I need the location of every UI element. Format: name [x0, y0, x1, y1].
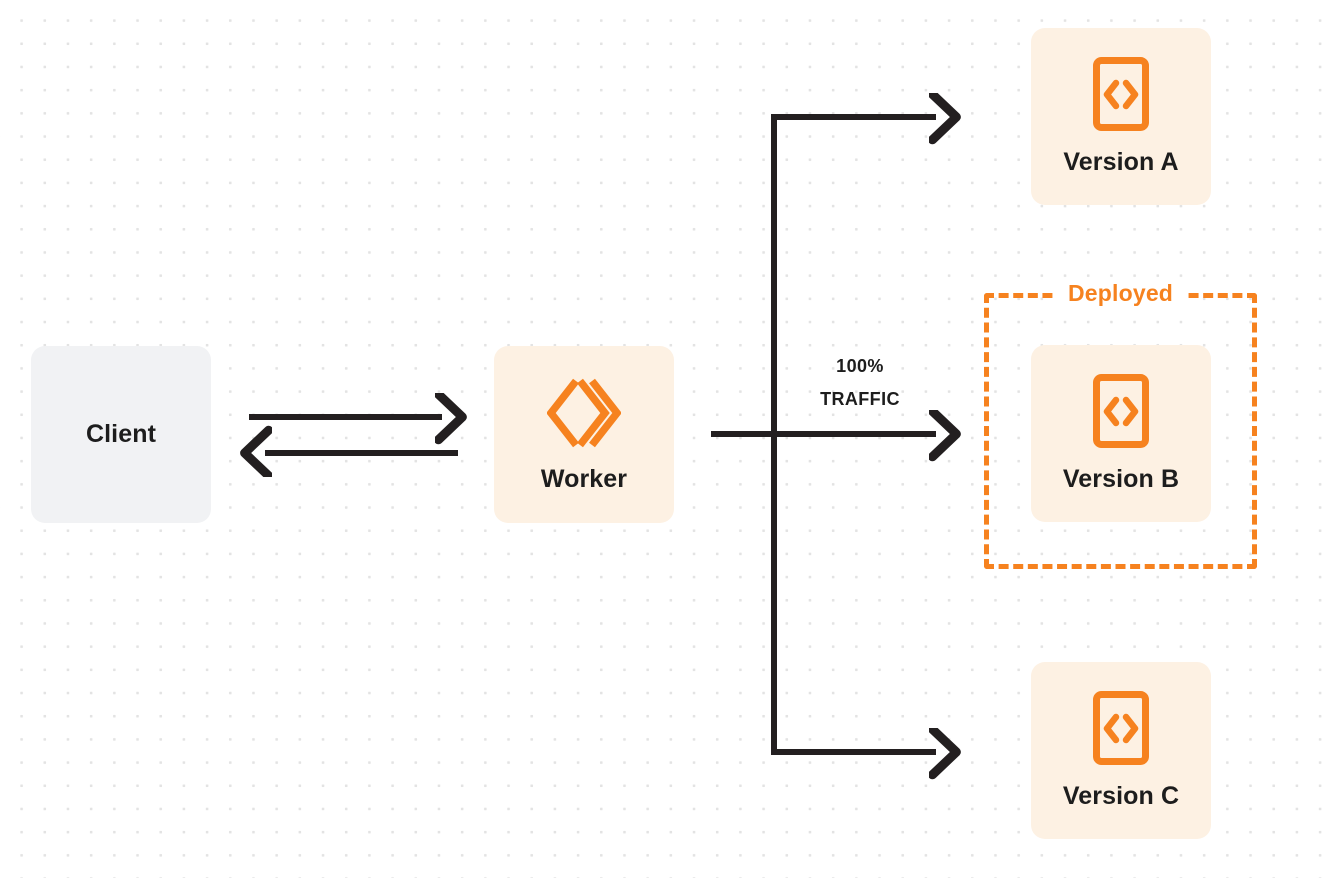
deployed-group-box: Deployed: [984, 279, 1257, 569]
code-document-icon: [1092, 690, 1150, 766]
node-version-c[interactable]: Version C: [1031, 662, 1211, 839]
node-client-label: Client: [85, 420, 157, 448]
traffic-unit: TRAFFIC: [820, 389, 900, 409]
node-worker-label: Worker: [540, 465, 628, 493]
traffic-label: 100% TRAFFIC: [790, 350, 930, 416]
deployed-group-label: Deployed: [1054, 279, 1187, 307]
cloudflare-workers-logo-icon: [547, 375, 621, 451]
node-version-c-label: Version C: [1062, 782, 1180, 810]
node-version-b-label: Version B: [1062, 465, 1180, 493]
code-document-icon: [1092, 373, 1150, 449]
code-document-icon: [1092, 56, 1150, 132]
node-client[interactable]: Client: [31, 346, 211, 523]
node-version-a-label: Version A: [1063, 148, 1179, 176]
node-version-b[interactable]: Version B: [1031, 345, 1211, 522]
traffic-percent: 100%: [836, 356, 884, 376]
node-worker[interactable]: Worker: [494, 346, 674, 523]
node-version-a[interactable]: Version A: [1031, 28, 1211, 205]
